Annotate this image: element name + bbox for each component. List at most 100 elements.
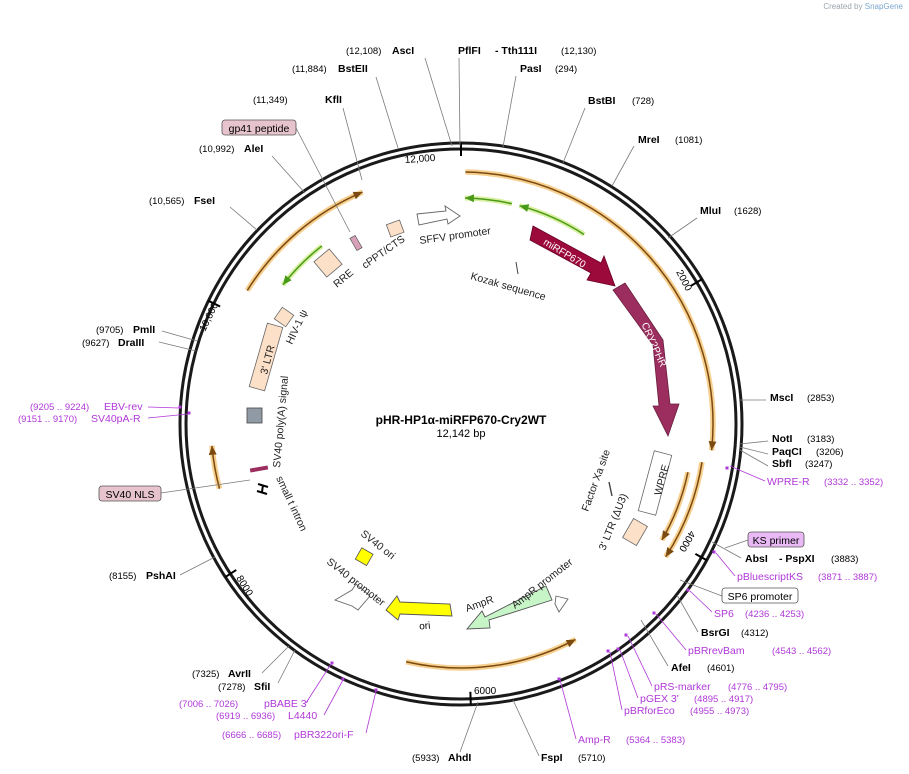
enzyme-position: (1628) bbox=[734, 206, 761, 217]
orf-arc-5-head bbox=[208, 445, 217, 456]
small-t-intron-label: small t intron bbox=[273, 474, 309, 533]
enzyme-site: PshAI bbox=[146, 570, 176, 582]
enzyme-leader bbox=[611, 145, 635, 187]
small-t-intron-mark bbox=[256, 483, 269, 495]
enzyme-position: (2853) bbox=[807, 393, 834, 404]
enzyme-leader bbox=[158, 341, 197, 352]
enzyme-site: - PspXI bbox=[779, 553, 815, 565]
primer-position: (9205 .. 9224) bbox=[30, 402, 89, 413]
orf-arc-3-head bbox=[661, 530, 670, 540]
box-leader bbox=[679, 579, 723, 597]
enzyme-position: (3206) bbox=[816, 447, 843, 458]
sv40-polya-label: SV40 poly(A) signal bbox=[271, 375, 291, 468]
enzyme-site: PmlI bbox=[133, 324, 155, 336]
enzyme-leader bbox=[459, 701, 479, 753]
ks-primer-label: KS primer bbox=[753, 535, 800, 547]
factor-xa-label: Factor Xa site bbox=[580, 448, 613, 513]
hiv-psi-box bbox=[273, 306, 295, 328]
primer-leader bbox=[147, 413, 189, 419]
green-arc-1-head bbox=[464, 194, 475, 203]
primer-position: (6666 .. 6685) bbox=[222, 730, 281, 741]
enzyme-position: (4312) bbox=[741, 628, 768, 639]
sp6-promoter-box bbox=[721, 587, 799, 604]
primer-leader bbox=[323, 679, 344, 716]
enzyme-position: (12,130) bbox=[561, 46, 596, 57]
enzyme-position: (294) bbox=[555, 64, 577, 75]
enzyme-leader bbox=[458, 57, 461, 147]
enzyme-position: (12,108) bbox=[346, 46, 381, 57]
tick-label: 6000 bbox=[474, 686, 497, 697]
primer-site: pGEX 3' bbox=[640, 693, 679, 705]
primer-mark bbox=[374, 688, 378, 692]
green-arc-2-head bbox=[519, 204, 530, 212]
ori-arrow bbox=[385, 595, 453, 621]
enzyme-leader bbox=[375, 76, 399, 149]
enzyme-leader bbox=[179, 556, 216, 576]
box-leader bbox=[724, 539, 749, 549]
enzyme-site: MluI bbox=[700, 205, 721, 217]
ltr-left-box bbox=[248, 322, 284, 392]
enzyme-position: (11,349) bbox=[253, 95, 288, 106]
sffv-promoter-label: SFFV promoter bbox=[419, 225, 492, 247]
plasmid-size: 12,142 bp bbox=[437, 428, 486, 440]
enzyme-site: BstEII bbox=[338, 63, 368, 75]
sv40-promoter-arrow bbox=[333, 583, 371, 611]
tick-mark bbox=[224, 569, 237, 578]
factor-xa-mark bbox=[608, 481, 613, 497]
enzyme-site: PasI bbox=[520, 63, 542, 75]
enzyme-leader bbox=[640, 619, 669, 667]
primer-mark bbox=[557, 677, 561, 681]
gp41-marker bbox=[349, 234, 363, 252]
enzyme-site: FspI bbox=[541, 752, 563, 764]
primer-position: (3332 .. 3352) bbox=[824, 477, 883, 488]
primer-position: (4955 .. 4973) bbox=[690, 706, 749, 717]
primer-site: pBRrevBam bbox=[688, 645, 745, 657]
enzyme-position: (5933) bbox=[412, 753, 439, 764]
primer-mark bbox=[178, 405, 182, 409]
kozak-label: Kozak sequence bbox=[469, 270, 547, 303]
enzyme-site: PaqCI bbox=[772, 446, 802, 458]
enzyme-position: (7278) bbox=[218, 682, 245, 693]
orf-arc-4 bbox=[405, 638, 576, 669]
orf-arc-1-head bbox=[708, 440, 717, 451]
enzyme-site: AhdI bbox=[448, 752, 471, 764]
primer-leader bbox=[689, 590, 713, 613]
primer-mark bbox=[330, 661, 334, 665]
sv40-nls-label: SV40 NLS bbox=[105, 489, 154, 501]
orf-arc-2-head bbox=[665, 547, 674, 557]
primer-site: pBRforEco bbox=[624, 705, 675, 717]
enzyme-site: AvrII bbox=[228, 668, 251, 680]
enzyme-leader bbox=[271, 155, 306, 194]
enzyme-leader bbox=[229, 206, 258, 231]
enzyme-position: (5710) bbox=[578, 753, 605, 764]
primer-site: SP6 bbox=[714, 608, 734, 620]
enzyme-leader bbox=[711, 541, 742, 559]
primer-site: SV40pA-R bbox=[91, 413, 141, 425]
enzyme-site: FseI bbox=[194, 195, 215, 207]
cry2phr-arrow bbox=[612, 282, 680, 438]
primer-position: (7006 .. 7026) bbox=[179, 699, 238, 710]
snapgene-credit: Created by SnapGene bbox=[823, 2, 903, 11]
kozak-mark bbox=[515, 261, 519, 275]
primer-leader bbox=[147, 406, 180, 409]
primer-position: (4895 .. 4917) bbox=[694, 694, 753, 705]
enzyme-leader bbox=[739, 440, 769, 445]
primer-site: WPRE-R bbox=[767, 476, 810, 488]
tick-mark bbox=[694, 553, 708, 562]
orf-arc-4-glow bbox=[405, 637, 577, 671]
primer-mark bbox=[341, 677, 345, 681]
primer-leader bbox=[715, 552, 736, 577]
enzyme-leader bbox=[739, 446, 769, 455]
enzyme-leader bbox=[277, 649, 296, 684]
primer-site: EBV-rev bbox=[104, 401, 143, 413]
enzyme-site: AfeI bbox=[671, 662, 691, 674]
primer-site: pBR322ori-F bbox=[294, 729, 354, 741]
orf-arc-4-head bbox=[565, 639, 576, 648]
primer-site: pRS-marker bbox=[654, 681, 711, 693]
enzyme-site: KflI bbox=[325, 94, 342, 106]
snapgene-brand: SnapGene bbox=[864, 2, 903, 11]
enzyme-position: (10,565) bbox=[149, 196, 184, 207]
primer-position: (4543 .. 4562) bbox=[772, 646, 831, 657]
ori-label: ori bbox=[419, 621, 431, 633]
enzyme-position: (9627) bbox=[82, 338, 109, 349]
